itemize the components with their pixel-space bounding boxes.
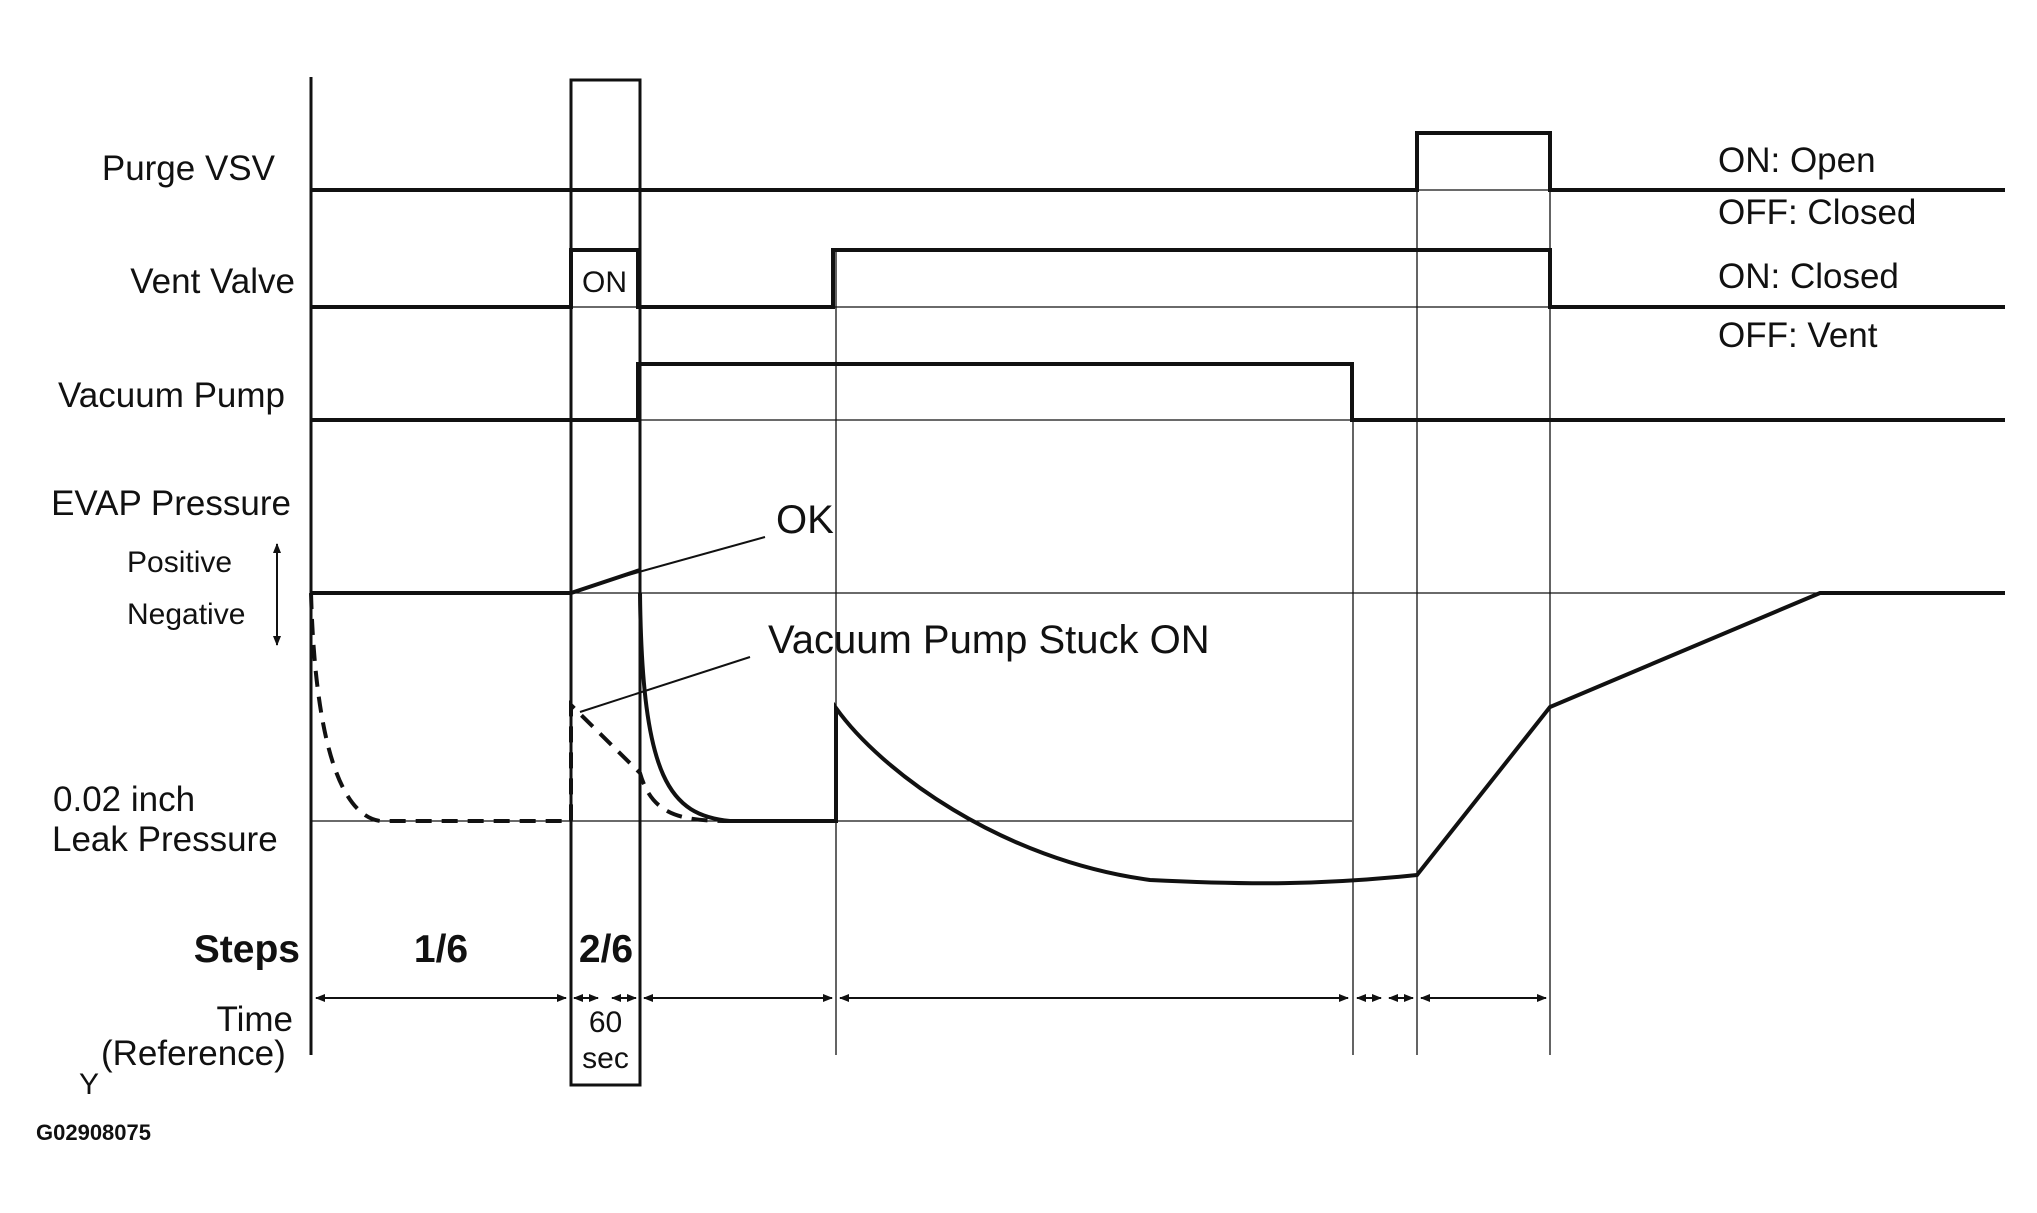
time-label: Time — [216, 1000, 293, 1039]
steps-label: Steps — [193, 928, 300, 971]
annotation-stuck-on: Vacuum Pump Stuck ON — [768, 618, 1210, 662]
annotation-ok: OK — [776, 498, 834, 542]
label-leak-line1: 0.02 inch — [53, 780, 196, 819]
stuck-on-trace — [309, 592, 731, 823]
figure-code: G02908075 — [36, 1120, 151, 1145]
label-vacuum-pump: Vacuum Pump — [58, 376, 285, 415]
purge-vsv-trace — [311, 131, 2005, 192]
label-evap-pressure: EVAP Pressure — [51, 484, 291, 523]
vacuum-pump-trace — [311, 362, 2005, 422]
duration-unit: sec — [582, 1042, 629, 1075]
label-vent-valve: Vent Valve — [130, 262, 295, 301]
evap-pressure-trace — [311, 568, 2005, 886]
vent-valve-trace — [311, 248, 2005, 309]
step-2-box — [569, 78, 642, 1087]
step-2-label: 2/6 — [578, 928, 634, 971]
vent-pulse-on-label: ON — [582, 266, 627, 299]
stuck-leader — [579, 656, 751, 713]
label-leak-line2: Leak Pressure — [52, 820, 278, 859]
state-purge-off: OFF: Closed — [1718, 193, 1917, 232]
state-vent-on: ON: Closed — [1718, 257, 1899, 296]
state-purge-on: ON: Open — [1718, 141, 1876, 180]
step-1-label: 1/6 — [413, 928, 469, 971]
time-reference-label: (Reference) — [101, 1034, 286, 1073]
label-positive: Positive — [127, 546, 233, 579]
corner-mark: Y — [79, 1068, 100, 1101]
duration-value: 60 — [588, 1006, 623, 1039]
state-vent-off: OFF: Vent — [1718, 316, 1878, 355]
ok-leader — [609, 536, 766, 581]
label-negative: Negative — [127, 598, 246, 631]
label-purge-vsv: Purge VSV — [101, 149, 275, 188]
